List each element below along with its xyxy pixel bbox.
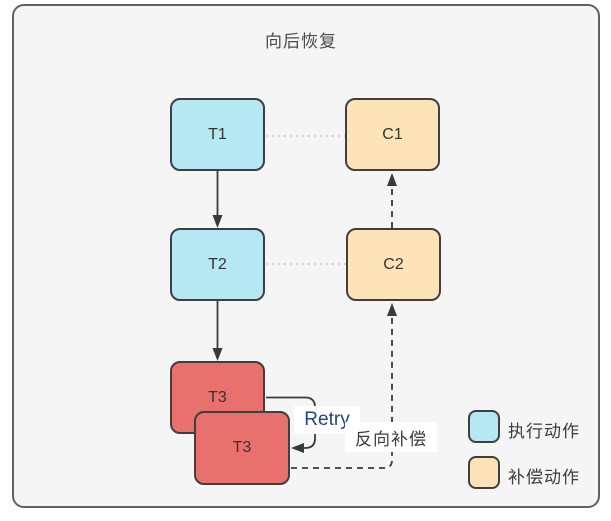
retry-label-text: Retry <box>304 409 350 430</box>
reverse-compensation-label: 反向补偿 <box>345 422 437 452</box>
legend-swatch-execute <box>468 410 500 443</box>
reverse-compensation-text: 反向补偿 <box>355 429 427 449</box>
diagram-title: 向后恢复 <box>265 32 337 51</box>
legend-label-execute: 执行动作 <box>508 422 580 441</box>
node-c1-label: C1 <box>382 125 403 143</box>
node-c2-label: C2 <box>383 255 404 273</box>
legend-swatch-compensate <box>468 456 500 489</box>
node-c1: C1 <box>345 98 440 171</box>
node-t2: T2 <box>170 228 265 301</box>
node-t3-failed-label: T3 <box>208 388 227 406</box>
node-t1-label: T1 <box>208 125 227 143</box>
node-t3-retry: T3 <box>194 411 290 485</box>
node-t1: T1 <box>170 98 265 171</box>
legend-label-compensate: 补偿动作 <box>508 468 580 487</box>
node-t3-retry-label: T3 <box>232 439 252 456</box>
node-t2-label: T2 <box>208 255 227 273</box>
node-c2: C2 <box>346 228 441 301</box>
